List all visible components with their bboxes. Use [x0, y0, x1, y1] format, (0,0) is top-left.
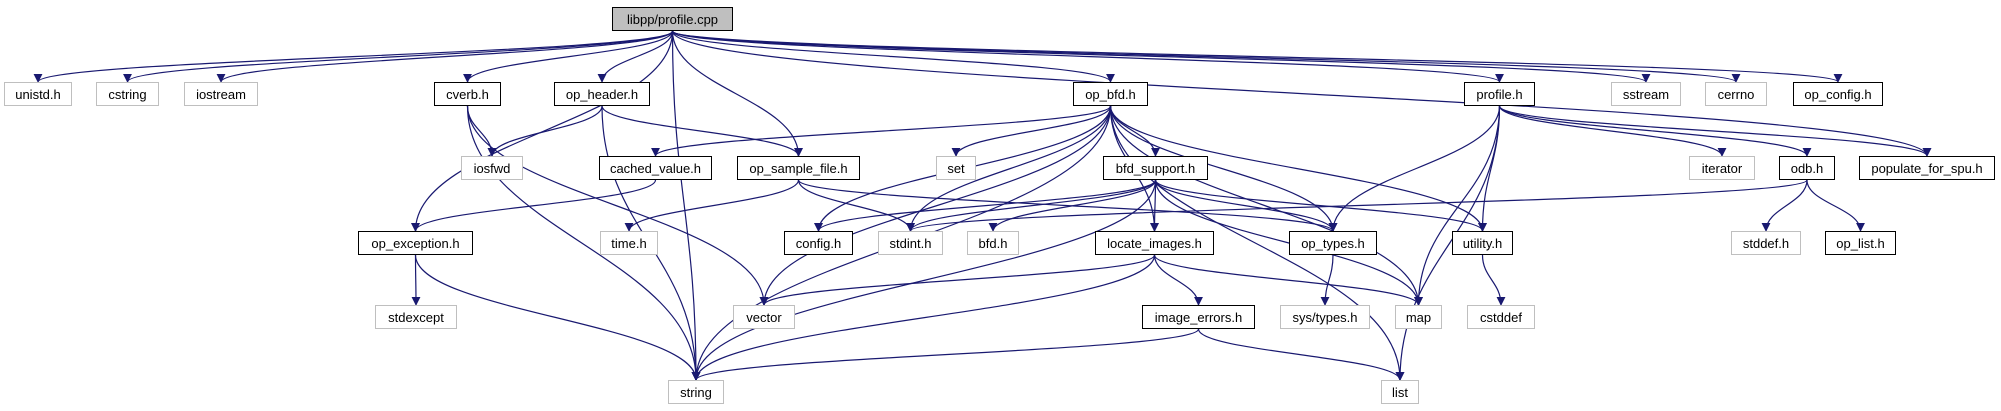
edge-locate_images-to-string	[691, 254, 1156, 381]
edge-op_header-to-op_sample_file	[601, 105, 803, 157]
node-unistd: unistd.h	[4, 82, 72, 106]
edge-bfd_support-to-stdint	[906, 179, 1157, 232]
node-list: list	[1381, 380, 1419, 404]
edge-op_bfd-to-set	[951, 105, 1112, 157]
node-sstream: sstream	[1611, 82, 1681, 106]
edge-root-to-op_header	[597, 30, 674, 83]
edge-image_errors-to-string	[691, 328, 1200, 381]
edge-bfd_support-to-bfd	[988, 179, 1157, 232]
edge-bfd_support-to-config	[814, 179, 1157, 232]
edge-image_errors-to-list	[1197, 328, 1405, 381]
node-cerrno: cerrno	[1705, 82, 1767, 106]
node-cverb[interactable]: cverb.h	[434, 82, 501, 106]
edge-profile_h-to-odb	[1498, 105, 1812, 157]
edge-op_bfd-to-cached_value	[651, 105, 1112, 157]
node-bfd: bfd.h	[967, 231, 1019, 255]
edge-odb-to-op_list	[1806, 179, 1865, 232]
node-op-exception[interactable]: op_exception.h	[358, 231, 473, 255]
node-stddef: stddef.h	[1731, 231, 1801, 255]
node-map: map	[1395, 305, 1442, 329]
edge-odb-to-stdint	[906, 179, 1808, 232]
edge-root-to-iostream	[216, 30, 674, 83]
node-odb[interactable]: odb.h	[1779, 156, 1835, 180]
node-iosfwd: iosfwd	[461, 156, 523, 180]
node-op-list[interactable]: op_list.h	[1825, 231, 1896, 255]
node-sys-types: sys/types.h	[1280, 305, 1370, 329]
edge-bfd_support-to-string	[691, 179, 1157, 381]
edge-op_types-to-sys_types	[1320, 254, 1334, 306]
node-op-header[interactable]: op_header.h	[554, 82, 650, 106]
edge-root-to-sstream	[671, 30, 1651, 83]
edge-op_bfd-to-op_types	[1109, 105, 1338, 232]
edge-op_bfd-to-list	[1109, 105, 1405, 381]
edge-cverb-to-string	[466, 105, 701, 381]
edge-op_sample_file-to-stdint	[797, 179, 915, 232]
edge-root-to-op_bfd	[671, 30, 1115, 83]
node-cached-value[interactable]: cached_value.h	[599, 156, 712, 180]
edge-locate_images-to-map	[1153, 254, 1423, 306]
edge-root-to-profile_h	[671, 30, 1504, 83]
node-locate-images[interactable]: locate_images.h	[1095, 231, 1214, 255]
edge-root-to-cstring	[123, 30, 674, 83]
node-utility[interactable]: utility.h	[1452, 231, 1513, 255]
edge-root-to-populate_for_spu	[671, 30, 1932, 157]
edge-op_bfd-to-map	[1109, 105, 1423, 306]
edge-root-to-cverb	[463, 30, 674, 83]
node-op-config[interactable]: op_config.h	[1793, 82, 1883, 106]
node-string: string	[668, 380, 724, 404]
edge-bfd_support-to-map	[1154, 179, 1423, 306]
node-image-errors[interactable]: image_errors.h	[1142, 305, 1255, 329]
edge-odb-to-stddef	[1761, 179, 1808, 232]
node-time: time.h	[600, 231, 658, 255]
edge-op_sample_file-to-time	[624, 179, 800, 232]
node-iterator: iterator	[1689, 156, 1755, 180]
edge-profile_h-to-utility	[1478, 105, 1501, 232]
edge-locate_images-to-image_errors	[1153, 254, 1203, 306]
edge-root-to-op_config	[671, 30, 1843, 83]
edge-cached_value-to-op_exception	[411, 179, 657, 232]
edge-profile_h-to-list	[1395, 105, 1501, 381]
edge-op_exception-to-string	[414, 254, 701, 381]
edge-op_bfd-to-utility	[1109, 105, 1487, 232]
node-op-sample-file[interactable]: op_sample_file.h	[737, 156, 860, 180]
node-profile-h[interactable]: profile.h	[1464, 82, 1535, 106]
edge-profile_h-to-populate_for_spu	[1498, 105, 1932, 157]
node-cstring: cstring	[96, 82, 159, 106]
edge-root-to-unistd	[33, 30, 674, 83]
node-iostream: iostream	[184, 82, 258, 106]
node-cstddef: cstddef	[1467, 305, 1535, 329]
edge-bfd_support-to-utility	[1154, 179, 1487, 232]
node-op-bfd[interactable]: op_bfd.h	[1073, 82, 1148, 106]
edge-bfd_support-to-op_types	[1154, 179, 1338, 232]
edge-locate_images-to-vector	[759, 254, 1156, 306]
node-root[interactable]: libpp/profile.cpp	[612, 7, 733, 31]
node-vector: vector	[733, 305, 795, 329]
node-set: set	[936, 156, 976, 180]
edge-op_header-to-iosfwd	[487, 105, 603, 157]
node-stdint: stdint.h	[878, 231, 943, 255]
edge-cverb-to-vector	[466, 105, 769, 306]
node-bfd-support[interactable]: bfd_support.h	[1103, 156, 1208, 180]
node-config[interactable]: config.h	[784, 231, 853, 255]
edge-profile_h-to-op_types	[1328, 105, 1501, 232]
node-op-types[interactable]: op_types.h	[1289, 231, 1377, 255]
node-populate-for-spu[interactable]: populate_for_spu.h	[1859, 156, 1995, 180]
edge-profile_h-to-map	[1414, 105, 1501, 306]
edge-root-to-cerrno	[671, 30, 1741, 83]
edge-op_bfd-to-vector	[759, 105, 1112, 306]
edge-profile_h-to-iterator	[1498, 105, 1727, 157]
edge-op_sample_file-to-op_types	[797, 179, 1338, 232]
edge-root-to-op_exception	[411, 30, 674, 232]
edge-root-to-string	[671, 30, 701, 381]
edge-op_bfd-to-bfd_support	[1109, 105, 1160, 157]
edge-op_exception-to-stdexcept	[411, 254, 421, 306]
node-stdexcept: stdexcept	[375, 305, 457, 329]
edge-utility-to-cstddef	[1481, 254, 1506, 306]
